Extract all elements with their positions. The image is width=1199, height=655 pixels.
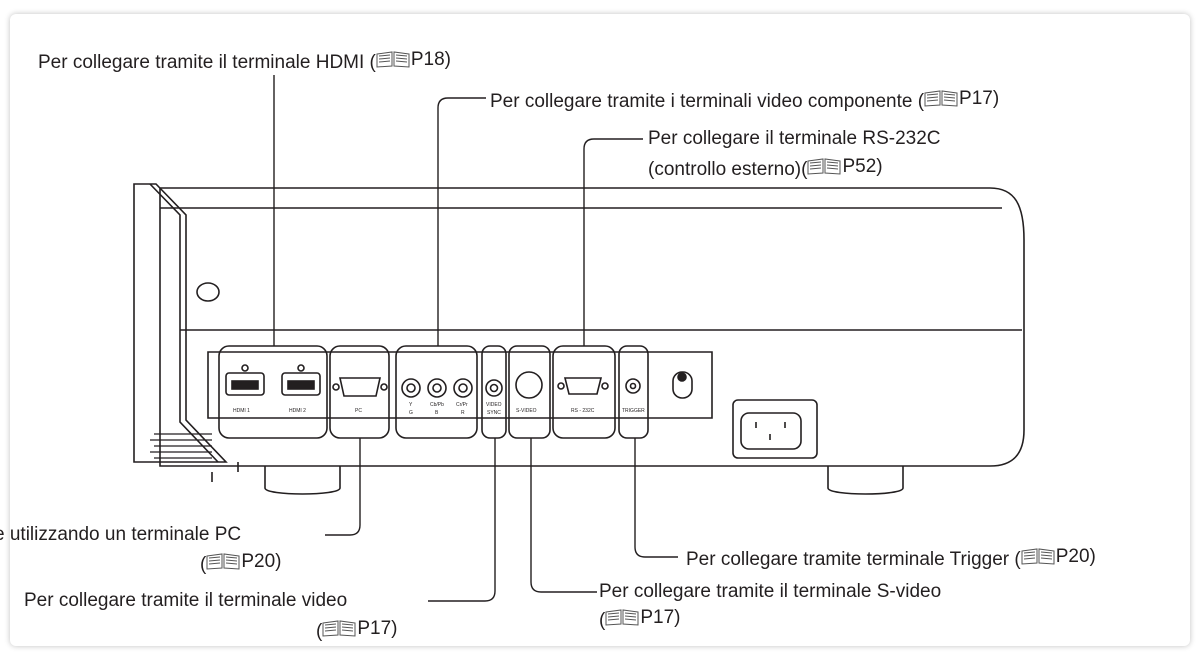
callout-rs232-line1: Per collegare il terminale RS-232C [648,128,941,149]
label-hdmi2: HDMI 2 [289,408,306,414]
label-pc: PC [355,408,362,414]
hdmi1-port [231,380,259,390]
label-cb: Cb/Pb [430,402,444,408]
power-inlet-housing [732,399,818,459]
trigger-port [625,378,641,394]
leader-video [428,438,496,602]
component-bracket [395,345,478,439]
callout-svideo-line1: Per collegare tramite il terminale S-vid… [599,581,942,602]
left-foot [264,466,341,495]
hdmi1-port-frame [225,372,265,396]
book-reference-icon [807,158,841,175]
trigger-bracket [618,345,649,439]
screw-hole [196,282,220,302]
callout-trigger: Per collegare tramite terminale Trigger … [686,546,1096,570]
label-hdmi1: HDMI 1 [233,408,250,414]
callout-pc-line1: e utilizzando un terminale PC [0,524,242,545]
callout-pc-line2: (P20) [200,551,282,575]
label-sync: SYNC [487,410,501,416]
leader-trigger [634,438,678,558]
leader-component [437,97,486,346]
callout-hdmi: Per collegare tramite il terminale HDMI … [38,49,452,73]
right-foot [827,466,904,495]
video-bracket [481,345,507,439]
callout-svideo-line2: (P17) [599,607,681,631]
book-reference-icon [206,553,240,570]
book-reference-icon [322,620,356,637]
label-r: R [461,410,465,416]
callout-video-line2: (P17) [316,618,398,642]
label-y: Y [409,402,413,408]
projector-body-outline [159,187,1025,467]
callout-rs232-line2: (controllo esterno)(P52) [648,156,883,180]
video-port [485,379,503,397]
pc-port [339,377,381,397]
power-inlet [740,412,802,450]
label-b: B [435,410,439,416]
book-reference-icon [605,609,639,626]
terminal-plate [207,351,713,419]
book-reference-icon [1021,548,1055,565]
vent-grille [150,433,212,459]
label-svideo: S-VIDEO [516,408,537,414]
label-cr: Cr/Pr [456,402,468,408]
label-g: G [409,410,413,416]
svideo-bracket [508,345,551,439]
hdmi2-port-frame [281,372,321,396]
leader-pc [325,438,361,536]
svideo-port [515,371,543,399]
front-bezel [133,183,228,463]
label-trigger: TRIGGER [622,408,645,414]
cr-port [453,378,473,398]
callout-component: Per collegare tramite i terminali video … [490,88,1000,112]
book-reference-icon [376,51,410,68]
rs232-port [563,377,603,395]
book-reference-icon [924,90,958,107]
y-port [401,378,421,398]
label-rs232: RS - 232C [571,408,595,414]
hdmi2-port [287,380,315,390]
pc-bracket [329,345,390,439]
leader-rs232 [583,138,643,346]
leader-svideo [530,438,597,593]
callout-video-line1: Per collegare tramite il terminale video [24,590,348,611]
hdmi-bracket [218,345,328,439]
label-video: VIDEO [486,402,502,408]
panel-labels: HDMI 1 HDMI 2 PC Y G Cb/Pb B Cr/Pr R VID… [233,402,645,416]
cb-port [427,378,447,398]
rs232-bracket [552,345,616,439]
lock-slot [672,371,693,399]
